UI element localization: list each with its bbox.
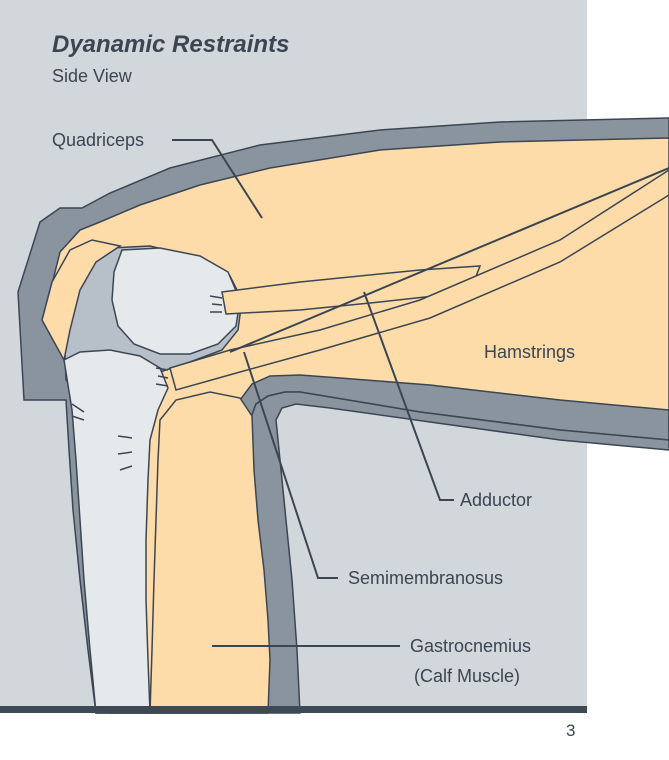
label-adductor: Adductor xyxy=(460,490,532,510)
label-gastrocnemius: Gastrocnemius xyxy=(410,636,531,656)
label-calf-muscle: (Calf Muscle) xyxy=(414,666,520,686)
label-hamstrings: Hamstrings xyxy=(484,342,575,362)
label-semimembranosus: Semimembranosus xyxy=(348,568,503,588)
diagram-title: Dyanamic Restraints xyxy=(52,31,289,58)
label-quadriceps: Quadriceps xyxy=(52,130,144,150)
diagram-subtitle: Side View xyxy=(52,66,133,86)
floor-line xyxy=(0,706,587,713)
page-number: 3 xyxy=(566,721,575,740)
gastrocnemius-muscle xyxy=(150,392,270,713)
